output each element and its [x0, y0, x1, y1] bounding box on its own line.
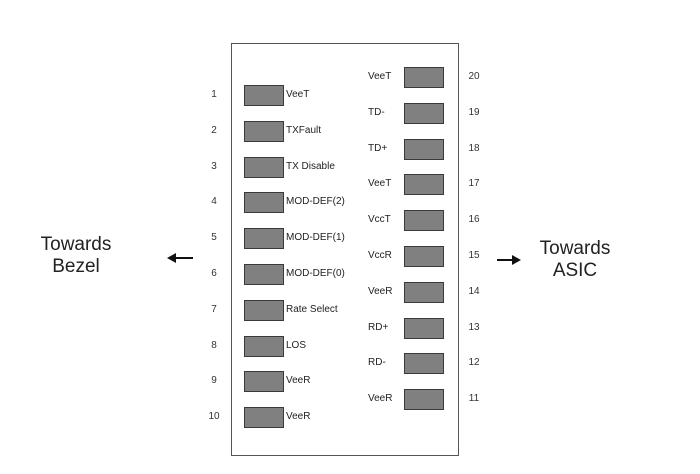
pin-signal-label: RD+	[368, 321, 389, 333]
pin-pad	[404, 389, 444, 411]
pin-signal-label: TD+	[368, 142, 388, 154]
pin-signal-label: RD-	[368, 357, 386, 369]
pin-signal-label: VccT	[368, 214, 391, 226]
pin-number: 5	[211, 232, 217, 244]
pin-pad	[404, 353, 444, 375]
pin-signal-label: VeeR	[368, 285, 393, 297]
pin-pad	[404, 138, 444, 160]
pin-pad	[244, 156, 284, 178]
pin-number: 9	[211, 375, 217, 387]
pin-number: 16	[468, 214, 480, 226]
pin-pad	[404, 317, 444, 339]
pin-signal-label: MOD-DEF(2)	[286, 196, 345, 208]
pin-number: 2	[211, 124, 217, 136]
pin-number: 11	[468, 393, 480, 405]
pin-pad	[404, 174, 444, 196]
pin-signal-label: MOD-DEF(1)	[286, 232, 345, 244]
pin-pad	[244, 407, 284, 429]
pin-signal-label: LOS	[286, 339, 307, 351]
pin-number: 15	[468, 250, 480, 261]
towards-asic-line1: Towards	[539, 238, 611, 259]
pin-signal-label: TXFault	[286, 124, 322, 136]
right-arrow-icon	[497, 253, 521, 267]
pin-number: 14	[468, 285, 480, 297]
pin-number: 13	[468, 321, 480, 333]
pin-pad	[244, 228, 284, 250]
towards-asic-label: Towards ASIC	[525, 238, 625, 282]
towards-bezel-line1: Towards	[40, 234, 112, 255]
pin-number: 17	[468, 178, 480, 190]
pin-signal-label: VeeT	[286, 89, 310, 100]
pin-signal-label: Rate Select	[286, 303, 338, 315]
pin-pad	[404, 281, 444, 303]
left-arrow-icon	[167, 251, 193, 265]
pin-pad	[404, 67, 444, 88]
pin-number: 6	[211, 268, 217, 279]
pin-signal-label: VccR	[368, 250, 392, 261]
pin-signal-label: VeeT	[368, 71, 392, 82]
pin-number: 10	[208, 411, 220, 423]
pin-number: 8	[211, 339, 217, 351]
pin-pad	[244, 120, 284, 142]
towards-bezel-label: Towards Bezel	[28, 234, 124, 278]
pin-pad	[244, 85, 284, 106]
pin-pad	[244, 192, 284, 214]
pin-signal-label: TD-	[368, 106, 385, 118]
pin-number: 1	[211, 89, 217, 100]
pin-pad	[244, 299, 284, 321]
pin-pad	[244, 371, 284, 393]
towards-bezel-line2: Bezel	[52, 256, 100, 277]
pin-signal-label: VeeR	[368, 393, 393, 405]
pin-signal-label: MOD-DEF(0)	[286, 268, 345, 279]
pin-number: 19	[468, 106, 480, 118]
pin-pad	[404, 102, 444, 124]
pin-signal-label: VeeR	[286, 375, 311, 387]
pin-pad	[244, 335, 284, 357]
pin-number: 20	[468, 71, 480, 82]
pin-number: 12	[468, 357, 480, 369]
pin-number: 3	[211, 160, 217, 172]
pin-pad	[404, 210, 444, 232]
pin-signal-label: TX Disable	[286, 160, 335, 172]
towards-asic-line2: ASIC	[552, 260, 598, 281]
pin-number: 7	[211, 303, 217, 315]
pin-number: 18	[468, 142, 480, 154]
pin-number: 4	[211, 196, 217, 208]
pin-pad	[244, 264, 284, 285]
pin-pad	[404, 246, 444, 267]
pin-signal-label: VeeR	[286, 411, 311, 423]
pin-signal-label: VeeT	[368, 178, 392, 190]
